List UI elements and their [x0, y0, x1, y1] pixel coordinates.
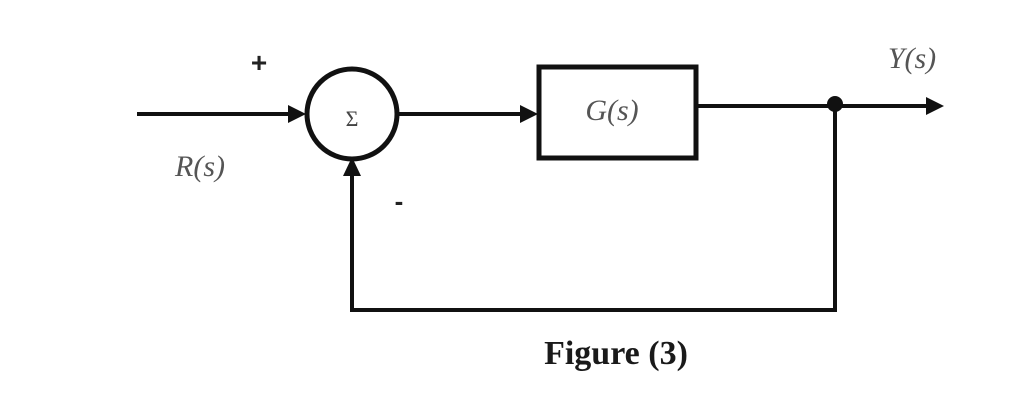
input-arrowhead [288, 105, 306, 123]
input-label: R(s) [174, 150, 225, 183]
feedback-arrowhead [343, 157, 361, 176]
transfer-function-block [536, 64, 699, 161]
block-label: G(s) [585, 94, 638, 127]
error-arrowhead [520, 105, 538, 123]
summing-symbol: Σ [346, 106, 359, 131]
minus-sign: - [395, 186, 404, 216]
output-arrowhead [926, 97, 944, 115]
feedback-path [350, 104, 837, 312]
figure-caption: Figure (3) [544, 335, 688, 372]
plus-sign: + [251, 47, 267, 78]
output-label: Y(s) [888, 42, 936, 75]
